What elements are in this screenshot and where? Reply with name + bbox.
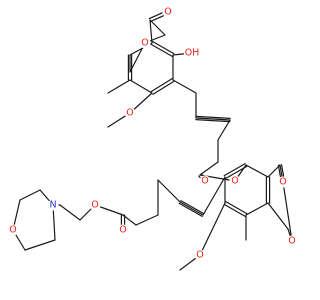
svg-text:O: O xyxy=(201,176,208,187)
single-bond xyxy=(217,119,231,141)
ester2-carbonyl-oxygen: O xyxy=(117,224,129,236)
double-bond xyxy=(195,115,231,120)
double-bond xyxy=(180,200,205,215)
double-bond xyxy=(225,201,248,215)
svg-text:O: O xyxy=(279,177,286,188)
chemical-structure-diagram: O O OH O O O O O xyxy=(7,6,298,271)
single-bond xyxy=(149,19,166,36)
single-bond xyxy=(245,202,269,216)
svg-text:O: O xyxy=(141,38,148,49)
svg-text:O: O xyxy=(126,108,133,119)
bond-lines xyxy=(12,9,293,271)
single-bond xyxy=(52,204,56,241)
double-bond xyxy=(152,80,175,95)
single-bond xyxy=(172,79,197,94)
bottom-ketone-oxygen: O xyxy=(277,176,289,188)
single-bond xyxy=(267,164,281,178)
single-bond xyxy=(245,164,269,178)
double-bond xyxy=(152,41,175,55)
single-bond xyxy=(59,204,81,221)
svg-text:O: O xyxy=(164,7,171,18)
double-bond xyxy=(223,203,246,217)
single-bond xyxy=(157,179,181,203)
single-bond xyxy=(19,189,41,201)
bottom-lactone-ring-oxygen: O xyxy=(286,235,298,247)
svg-text:N: N xyxy=(49,200,56,211)
morpholine-nitrogen: N xyxy=(47,199,59,211)
top-methoxy-oxygen: O xyxy=(124,107,136,119)
top-lactone-ring-oxygen: O xyxy=(139,37,151,49)
single-bond xyxy=(135,214,159,226)
svg-text:O: O xyxy=(288,236,295,247)
single-bond xyxy=(202,176,226,216)
single-bond xyxy=(24,239,56,251)
single-bond xyxy=(282,181,293,242)
svg-text:OH: OH xyxy=(185,48,200,59)
svg-text:O: O xyxy=(231,176,238,187)
double-bond xyxy=(178,202,203,217)
double-bond xyxy=(195,118,231,123)
double-bond xyxy=(223,163,246,177)
ester1-carbonyl-oxygen: O xyxy=(199,175,211,187)
single-bond xyxy=(107,79,131,94)
svg-text:O: O xyxy=(91,200,98,211)
morpholine-oxygen: O xyxy=(7,224,19,236)
top-ketone-oxygen: O xyxy=(162,6,174,18)
bottom-methoxy-oxygen: O xyxy=(194,249,206,261)
svg-text:O: O xyxy=(196,250,203,261)
svg-text:O: O xyxy=(119,225,126,236)
top-hydroxyl-group: OH xyxy=(184,47,200,59)
double-bond xyxy=(225,165,248,179)
svg-text:O: O xyxy=(9,225,16,236)
single-bond xyxy=(267,202,289,230)
single-bond xyxy=(129,79,153,94)
single-bond xyxy=(179,201,204,216)
single-bond xyxy=(149,19,153,44)
single-bond xyxy=(195,117,231,121)
ester1-link-oxygen: O xyxy=(229,175,241,187)
single-bond xyxy=(199,161,219,176)
double-bond xyxy=(150,78,173,93)
single-bond xyxy=(199,202,226,256)
double-bond xyxy=(150,43,173,57)
atom-labels: O O OH O O O O O xyxy=(7,6,298,261)
ester2-link-oxygen: O xyxy=(89,199,101,211)
